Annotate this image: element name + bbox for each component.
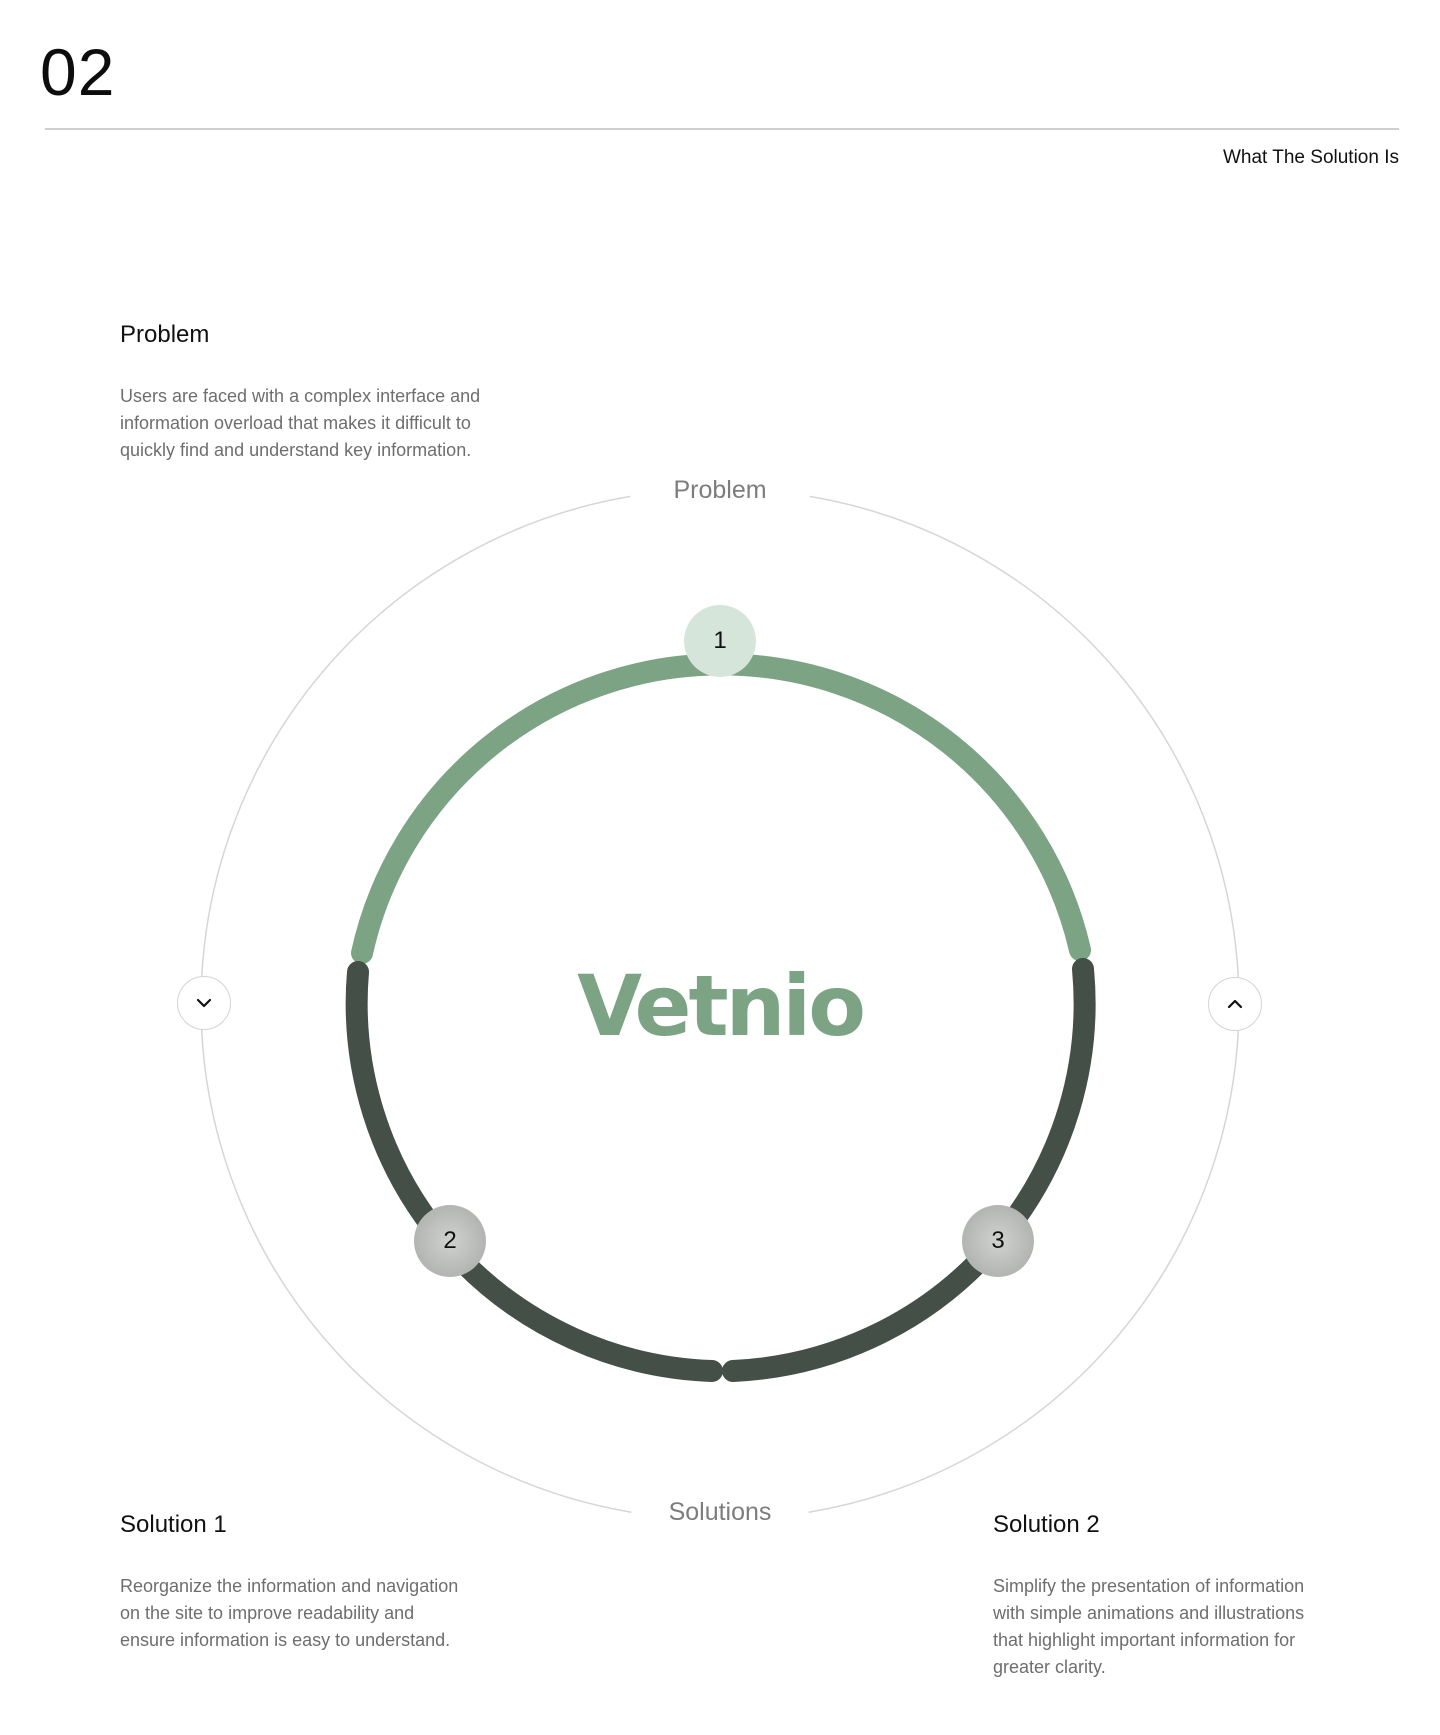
- step-node-1[interactable]: 1: [684, 605, 756, 677]
- outer-ring-left-arc: [200, 495, 632, 1513]
- solution-1-text-line: ensure information is easy to understand…: [120, 1630, 451, 1650]
- header-divider: [45, 128, 1399, 130]
- solution-2-text-line: Simplify the presentation of information: [993, 1576, 1305, 1596]
- solution-1-text-line: Reorganize the information and navigatio…: [120, 1576, 459, 1596]
- section-subtitle: What The Solution Is: [1222, 147, 1399, 168]
- next-step-button[interactable]: [1208, 977, 1262, 1031]
- solution-1-description: Reorganize the information and navigatio…: [120, 1573, 458, 1654]
- problem-title: Problem: [120, 321, 210, 348]
- outer-label-problem: Problem: [673, 476, 767, 504]
- solution-2-text-line: with simple animations and illustrations: [993, 1603, 1305, 1623]
- problem-text-line: quickly find and understand key informat…: [120, 440, 472, 460]
- previous-step-button[interactable]: [177, 976, 231, 1030]
- chevron-down-icon: [196, 998, 212, 1008]
- problem-text-line: information overload that makes it diffi…: [120, 413, 471, 433]
- problem-description: Users are faced with a complex interface…: [120, 383, 480, 464]
- solution-2-text-line: greater clarity.: [993, 1657, 1106, 1677]
- solution-2-description: Simplify the presentation of information…: [993, 1573, 1304, 1681]
- chevron-up-icon: [1227, 999, 1243, 1009]
- problem-text-line: Users are faced with a complex interface…: [120, 386, 481, 406]
- solution-2-title: Solution 2: [993, 1511, 1100, 1538]
- outer-label-solutions: Solutions: [668, 1498, 772, 1526]
- problem-arc: [351, 653, 1091, 964]
- solution-1-title: Solution 1: [120, 1511, 227, 1538]
- step-node-3[interactable]: 3: [962, 1205, 1034, 1277]
- vetnio-logo: Vetnio: [577, 957, 866, 1055]
- solution-1-text-line: on the site to improve readability and: [120, 1603, 415, 1623]
- solution-2-text-line: that highlight important information for: [993, 1630, 1296, 1650]
- step-node-2[interactable]: 2: [414, 1205, 486, 1277]
- section-number: 02: [40, 35, 116, 109]
- outer-ring-right-arc: [808, 495, 1240, 1513]
